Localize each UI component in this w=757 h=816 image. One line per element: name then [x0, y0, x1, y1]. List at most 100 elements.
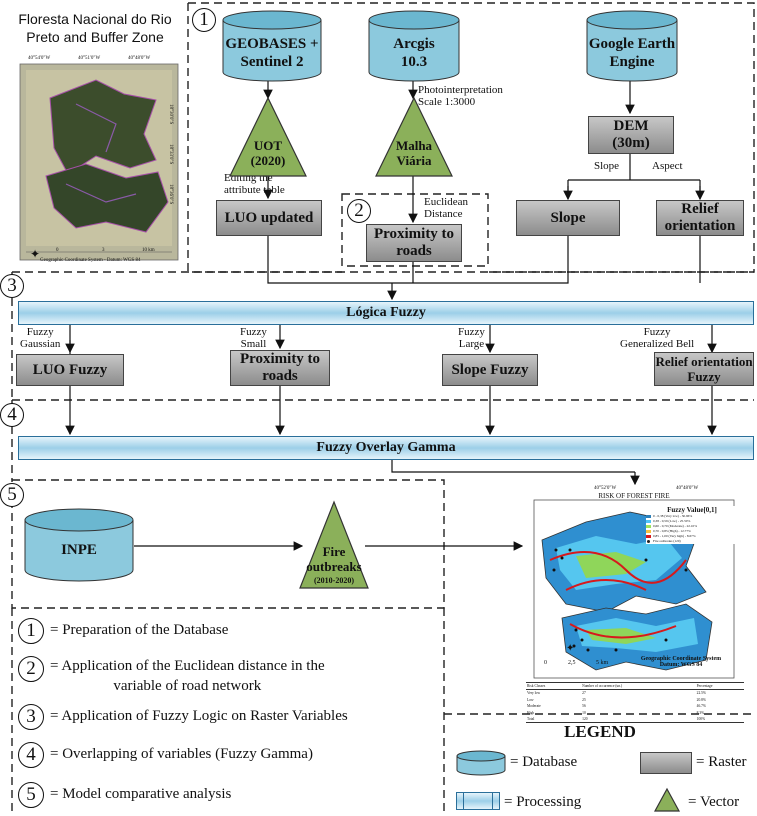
result-map-legend-item-label: 0,70 - 0,85 (High) - 12.77% — [653, 529, 691, 533]
euclidean-label: Euclidean Distance — [424, 196, 468, 220]
photointerpretation-label: Photointerpretation Scale 1:3000 — [418, 84, 503, 108]
step-item: 4 = Overlapping of variables (Fuzzy Gamm… — [18, 742, 313, 768]
table-cell: 120 — [582, 717, 588, 722]
step-item: 2 = Application of the Euclidean distanc… — [18, 656, 325, 696]
vector-malha: Malha Viária — [374, 96, 454, 178]
study-area-tick-1: 40°54'0"W — [28, 56, 51, 61]
raster-slope-fuzzy: Slope Fuzzy — [442, 354, 538, 386]
processing-fuzzy-gamma: Fuzzy Overlay Gamma — [18, 436, 754, 460]
study-area-tick-3: 40°48'0"W — [128, 56, 151, 61]
result-map-tick-2: 40°48'0"W — [676, 486, 699, 491]
database-geobases: GEOBASES + Sentinel 2 — [222, 10, 322, 82]
result-map-table: Risk Classes Number of occurrence (un.) … — [526, 682, 744, 723]
legend-raster-label: = Raster — [696, 754, 747, 770]
study-area-side-tick-1: 18°30'0"S — [168, 104, 173, 125]
study-area-side-tick-3: 18°36'0"S — [168, 184, 173, 205]
legend: LEGEND = Database = Raster = Processing … — [446, 716, 754, 816]
result-map-legend-item-label: Fire outbreaks (120) — [653, 539, 681, 543]
raster-slope: Slope — [516, 200, 620, 236]
raster-relief-fuzzy: Relief orientation Fuzzy — [654, 352, 754, 386]
north-arrow-icon: ✦ — [30, 247, 41, 261]
steps-border — [11, 608, 445, 816]
processing-fuzzy-logic: Lógica Fuzzy — [18, 301, 754, 325]
fuzzy-gaussian-label: Fuzzy Gaussian — [20, 326, 61, 350]
study-area-scale-3: 3 — [102, 248, 105, 253]
raster-dem: DEM (30m) — [588, 116, 674, 154]
study-area-side-tick-2: 18°33'0"S — [168, 144, 173, 165]
table-row: Total 120 100% — [526, 716, 744, 723]
table-cell: Very low — [527, 691, 541, 696]
result-map-legend-item: Fire outbreaks (120) — [646, 539, 738, 544]
step-text: = Overlapping of variables (Fuzzy Gamma) — [50, 746, 313, 762]
slope-arrow-label: Slope — [594, 160, 620, 172]
study-area-panel: Floresta Nacional do Rio Preto and Buffe… — [6, 4, 184, 266]
legend-swatch — [646, 535, 651, 538]
legend-vector-icon — [653, 787, 681, 812]
table-header-cell: Number of occurrence (un.) — [582, 684, 623, 688]
result-map-legend-item-label: 0 - 0,38 (Very low) - 30.96% — [653, 514, 693, 518]
legend-swatch — [646, 530, 651, 533]
step-text: = Preparation of the Database — [50, 622, 229, 638]
table-cell: 46.7% — [696, 704, 706, 709]
database-gee: Google Earth Engine — [586, 10, 678, 82]
result-map: 40°52'0"W 40°48'0"W RISK OF FOREST FIRE … — [526, 486, 754, 723]
fuzzy-small-label: Fuzzy Small — [240, 326, 267, 350]
result-map-north-icon: ✦ — [566, 643, 575, 654]
section-number-4: 4 — [0, 403, 24, 427]
legend-database-label: = Database — [510, 754, 578, 770]
aspect-arrow-label: Aspect — [652, 160, 683, 172]
step-number: 5 — [18, 782, 44, 808]
section-1-border — [188, 2, 755, 273]
raster-luo-fuzzy: LUO Fuzzy — [16, 354, 124, 386]
legend-swatch — [646, 520, 651, 523]
legend-swatch — [646, 525, 651, 528]
fuzzy-bell-label: Fuzzy Generalized Bell — [620, 326, 695, 350]
section-number-1: 1 — [192, 8, 216, 32]
database-gee-label: Google Earth Engine — [588, 36, 676, 70]
result-map-legend-item-label: 0,85 - 1,00 (Very high) - 8.67% — [653, 534, 696, 538]
database-arcgis-label: Arcgis 10.3 — [393, 36, 435, 70]
table-header-row: Risk Classes Number of occurrence (un.) … — [526, 682, 744, 690]
study-area-tick-2: 40°51'0"W — [78, 56, 101, 61]
result-map-legend-item: 0,60 - 0,70 (Moderate) - 22.10% — [646, 524, 738, 529]
table-cell: 10 — [582, 710, 586, 715]
table-cell: Low — [527, 697, 534, 702]
vector-uot-label: UOT (2020) — [250, 138, 286, 168]
table-cell: 100% — [696, 717, 706, 722]
result-map-scale-0: 0 — [544, 660, 547, 666]
section-2-border — [341, 193, 489, 267]
table-cell: 20.8% — [696, 697, 706, 702]
study-area-scale-10: 10 km — [142, 248, 155, 253]
result-map-legend-title: Fuzzy Value[0,1] — [667, 506, 717, 514]
study-area-scale-0: 0 — [56, 248, 59, 253]
raster-proximity-fuzzy: Proximity to roads — [230, 350, 330, 386]
result-map-legend-item: 0 - 0,38 (Very low) - 30.96% — [646, 514, 738, 519]
database-inpe-label: INPE — [61, 542, 97, 558]
step-item: 5 = Model comparative analysis — [18, 782, 231, 808]
raster-relief: Relief orientation — [656, 200, 744, 236]
legend-processing-icon — [456, 792, 500, 810]
table-cell: Total — [527, 717, 535, 722]
study-area-map — [19, 63, 179, 261]
section-number-5: 5 — [0, 483, 24, 507]
table-header-cell: Percentage — [696, 684, 713, 688]
step-text: = Application of the Euclidean distance … — [50, 658, 325, 694]
table-cell: 8.3% — [696, 710, 705, 715]
vector-uot: UOT (2020) — [228, 96, 308, 178]
bar-divider-icon — [492, 793, 493, 809]
database-geobases-label: GEOBASES + Sentinel 2 — [225, 36, 319, 70]
legend-vector-label: = Vector — [688, 794, 740, 810]
raster-proximity: Proximity to roads — [366, 224, 462, 262]
result-map-legend-item-label: 0,60 - 0,70 (Moderate) - 22.10% — [653, 524, 698, 528]
result-map-scale-mid: 2,5 — [568, 660, 576, 666]
legend-title: LEGEND — [564, 722, 636, 741]
step-number: 4 — [18, 742, 44, 768]
vector-malha-label: Malha Viária — [395, 138, 433, 168]
step-item: 1 = Preparation of the Database — [18, 618, 228, 644]
step-text: = Application of Fuzzy Logic on Raster V… — [50, 708, 348, 724]
legend-database-icon — [456, 750, 506, 776]
vector-fire-label: Fire outbreaks — [306, 544, 362, 574]
database-inpe: INPE — [24, 508, 134, 582]
step-number: 3 — [18, 704, 44, 730]
